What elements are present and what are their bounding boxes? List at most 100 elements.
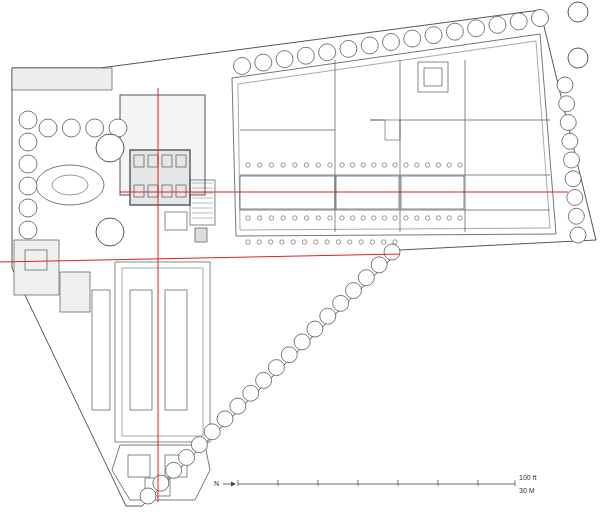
- tree: [19, 111, 37, 129]
- outbuilding: [14, 240, 59, 295]
- planter: [336, 240, 340, 244]
- planter: [281, 216, 285, 220]
- gate-pier: [195, 228, 207, 242]
- planter: [382, 163, 386, 167]
- tree: [562, 133, 578, 149]
- tree: [19, 221, 37, 239]
- service-building: [12, 68, 112, 90]
- planter-row: [340, 163, 397, 167]
- side-terrace: [92, 290, 110, 410]
- north-label: N: [214, 480, 219, 487]
- planter: [425, 216, 429, 220]
- tree: [404, 30, 421, 47]
- planter: [415, 216, 419, 220]
- scale-tick: [278, 480, 279, 486]
- tree-row: [557, 77, 586, 243]
- planter: [269, 216, 273, 220]
- planter: [404, 216, 408, 220]
- planter: [281, 163, 285, 167]
- planter: [268, 240, 272, 244]
- garden-path: [400, 120, 550, 121]
- planter: [372, 216, 376, 220]
- tree: [243, 385, 259, 401]
- planter: [246, 216, 250, 220]
- axis-line: [0, 254, 400, 262]
- planter: [458, 163, 462, 167]
- room: [134, 185, 144, 197]
- room: [162, 155, 172, 167]
- tree: [96, 218, 124, 246]
- tree: [217, 411, 233, 427]
- room: [176, 185, 186, 197]
- axis-line: [120, 192, 568, 193]
- scale-tick: [478, 480, 479, 486]
- planter: [340, 163, 344, 167]
- planter: [304, 216, 308, 220]
- tree: [86, 119, 104, 137]
- tree: [62, 119, 80, 137]
- planter: [257, 240, 261, 244]
- planter-row: [246, 163, 332, 167]
- planter: [304, 163, 308, 167]
- tree: [567, 190, 583, 206]
- planter: [372, 163, 376, 167]
- planter: [293, 163, 297, 167]
- tree: [204, 424, 220, 440]
- garden-path: [240, 210, 550, 211]
- tree: [564, 152, 580, 168]
- tree: [230, 398, 246, 414]
- tree: [19, 155, 37, 173]
- garden-path: [240, 130, 335, 131]
- tree: [340, 40, 357, 57]
- stair-step: [192, 208, 213, 209]
- tree: [166, 462, 182, 478]
- tree: [276, 51, 293, 68]
- planter: [246, 240, 250, 244]
- site-boundary: [12, 10, 596, 506]
- planter: [350, 163, 354, 167]
- scale-tick: [318, 480, 319, 486]
- planter-row: [246, 240, 397, 244]
- room: [134, 155, 144, 167]
- tree: [19, 199, 37, 217]
- tree: [446, 23, 463, 40]
- tree: [191, 437, 207, 453]
- oval-fountain: [36, 165, 104, 205]
- tree: [294, 334, 310, 350]
- tree: [96, 134, 124, 162]
- tree: [570, 227, 586, 243]
- tree: [371, 257, 387, 273]
- tree: [140, 488, 156, 504]
- garden-inner-border: [238, 41, 550, 230]
- planter: [350, 216, 354, 220]
- tree: [39, 119, 57, 137]
- maze-bed: [418, 62, 448, 92]
- stair-step: [192, 193, 213, 194]
- tree: [319, 44, 336, 61]
- planter: [436, 163, 440, 167]
- scale-tick: [515, 480, 516, 486]
- upper-garden: [232, 34, 556, 236]
- tree: [255, 54, 272, 71]
- tree: [565, 171, 581, 187]
- tree: [468, 20, 485, 37]
- planter: [258, 163, 262, 167]
- outbuilding-room: [25, 250, 47, 270]
- knot-bed: [128, 455, 150, 477]
- room: [176, 155, 186, 167]
- tree-row: [19, 111, 37, 239]
- planter: [447, 163, 451, 167]
- planter: [328, 216, 332, 220]
- tree: [281, 347, 297, 363]
- tree: [358, 270, 374, 286]
- tree: [297, 47, 314, 64]
- stair-step: [192, 183, 213, 184]
- stair-step: [192, 218, 213, 219]
- parterre-bed: [165, 290, 187, 410]
- tree: [568, 48, 588, 68]
- planter: [393, 240, 397, 244]
- stair-step: [192, 188, 213, 189]
- planter: [381, 240, 385, 244]
